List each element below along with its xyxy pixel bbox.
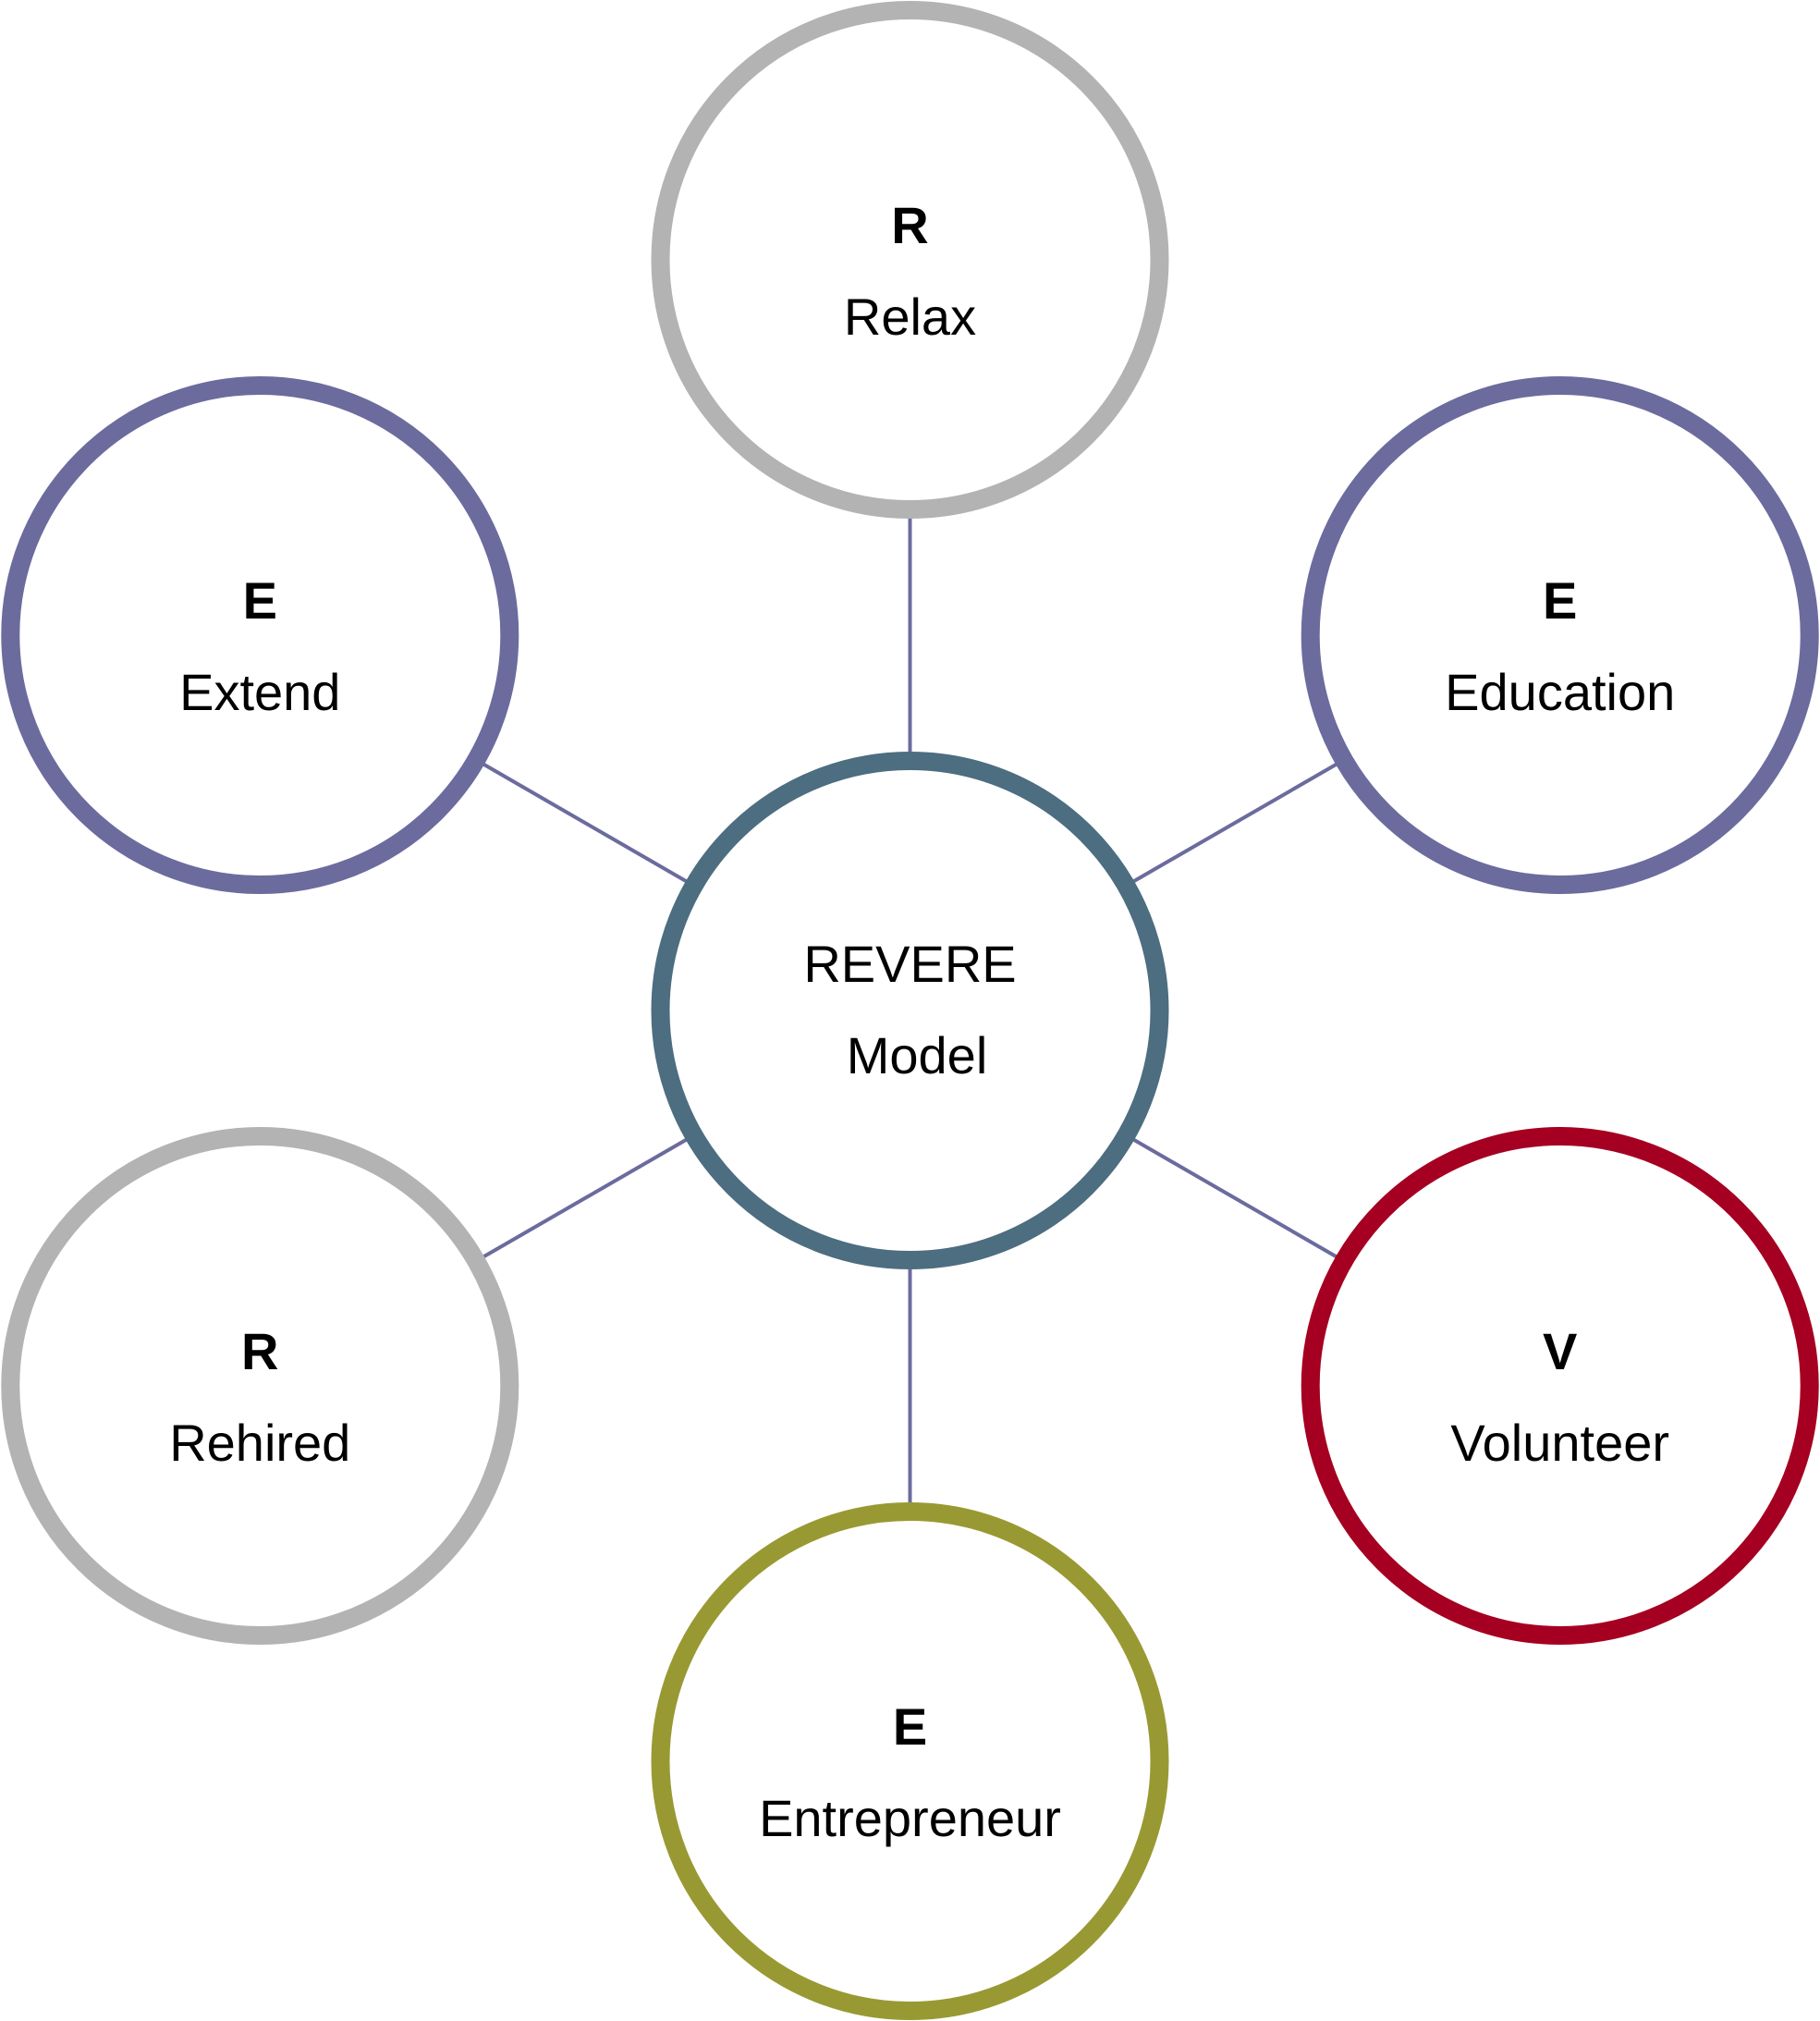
node-education: E Education [1301,376,1819,894]
node-label: Relax [844,288,976,346]
node-letter: E [893,1697,927,1756]
node-label: Extend [179,663,340,721]
node-label: Entrepreneur [759,1789,1061,1847]
node-circle [1,1127,519,1645]
node-letter: V [1543,1322,1577,1380]
node-relax: R Relax [651,1,1169,519]
center-circle [651,752,1169,1269]
node-circle [651,1,1169,519]
connector-line-rehired [475,1133,695,1263]
center-node: REVERE Model [651,752,1169,1269]
node-entrepreneur: E Entrepreneur [651,1502,1169,2020]
node-circle [651,1502,1169,2020]
node-label: Rehired [169,1414,350,1472]
node-label: Education [1445,663,1675,721]
node-extend: E Extend [1,376,519,894]
connector-line-volunteer [1125,1133,1345,1263]
connector-line-extend [475,758,695,888]
node-rehired: R Rehired [1,1127,519,1645]
node-letter: R [241,1322,278,1380]
node-circle [1,376,519,894]
node-volunteer: V Volunteer [1301,1127,1819,1645]
node-letter: E [1543,571,1577,630]
connector-line-education [1125,758,1345,888]
node-letter: R [891,196,928,254]
node-circle [1301,376,1819,894]
node-circle [1301,1127,1819,1645]
center-subtitle: Model [847,1026,988,1084]
center-title: REVERE [803,935,1016,993]
node-label: Volunteer [1450,1414,1669,1472]
node-letter: E [243,571,277,630]
